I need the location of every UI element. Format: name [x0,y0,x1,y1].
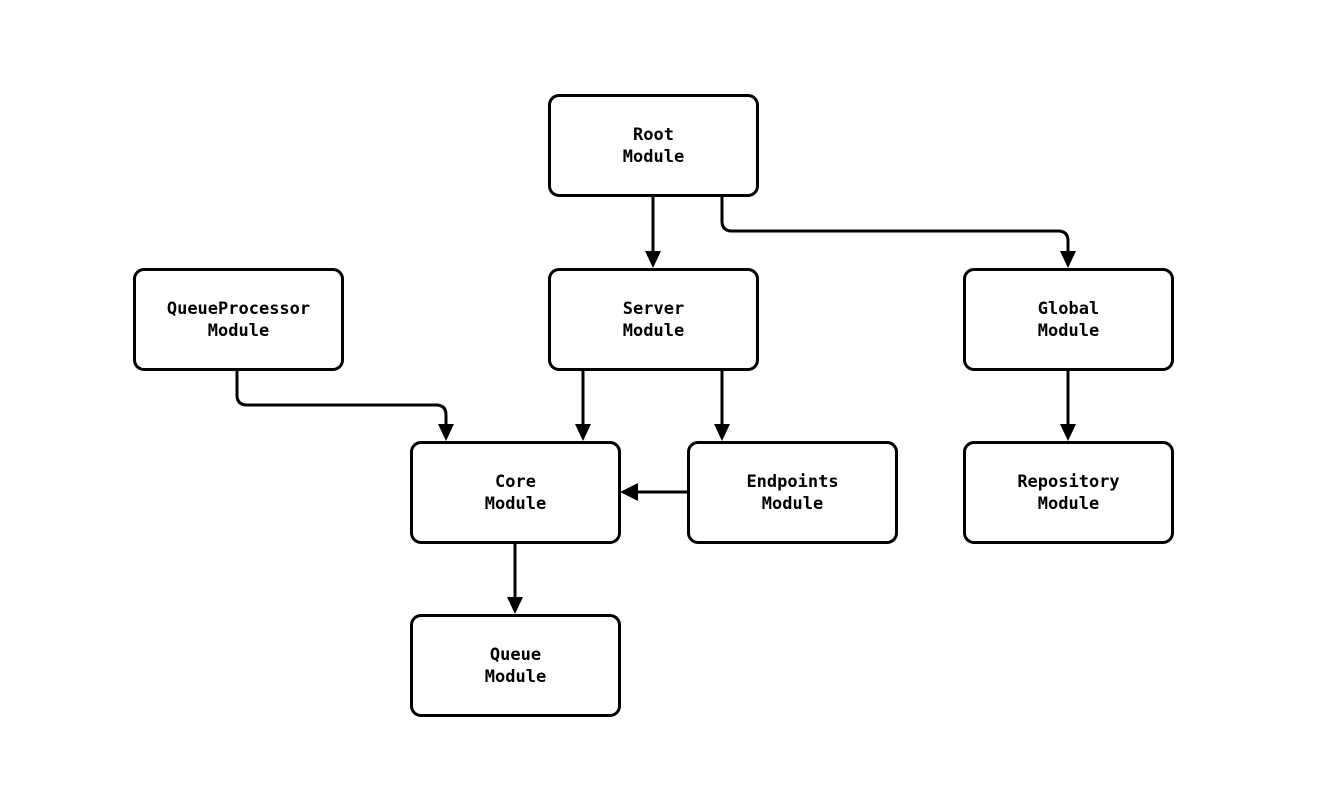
node-server-module-type: Module [622,320,685,341]
edge-core-to-queue [507,544,523,614]
node-server-module[interactable]: Server Module [548,268,759,371]
node-queueprocessor-module[interactable]: QueueProcessor Module [133,268,344,371]
node-root-module[interactable]: Root Module [548,94,759,197]
node-endpoints-module-name: Endpoints [746,471,839,492]
edge-server-to-endpoints [714,371,730,441]
node-core-module-type: Module [484,493,547,514]
node-queueprocessor-module-name: QueueProcessor [166,298,311,319]
node-repository-module-type: Module [1037,493,1100,514]
node-endpoints-module-type: Module [761,493,824,514]
node-global-module-name: Global [1037,298,1100,319]
node-global-module-type: Module [1037,320,1100,341]
node-repository-module-name: Repository [1017,471,1120,492]
node-queueprocessor-module-type: Module [207,320,270,341]
edge-global-to-repository [1060,371,1076,441]
node-core-module-name: Core [495,471,536,492]
edge-queueprocessor-to-core [235,371,454,441]
edge-server-to-core [575,371,591,441]
node-server-module-name: Server [622,298,685,319]
node-root-module-type: Module [622,146,685,167]
node-repository-module[interactable]: Repository Module [963,441,1174,544]
edge-root-to-server [645,197,661,268]
node-endpoints-module[interactable]: Endpoints Module [687,441,898,544]
node-queue-module[interactable]: Queue Module [410,614,621,717]
edge-endpoints-to-core [620,483,687,501]
node-core-module[interactable]: Core Module [410,441,621,544]
node-queue-module-type: Module [484,666,547,687]
node-global-module[interactable]: Global Module [963,268,1174,371]
edge-root-to-global [720,197,1076,268]
node-root-module-name: Root [633,124,674,145]
node-queue-module-name: Queue [489,644,542,665]
